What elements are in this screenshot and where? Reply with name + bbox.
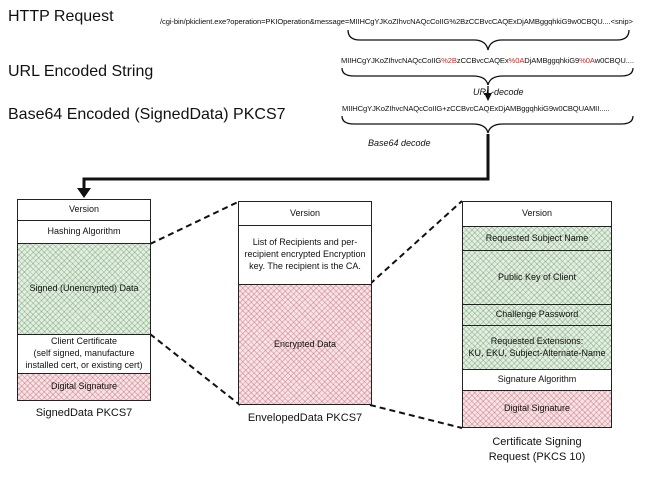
http-request-string: /cgi-bin/pkiclient.exe?operation=PKIOper…: [160, 17, 633, 26]
brace-http: [347, 29, 630, 51]
dash-signed-top: [149, 200, 241, 245]
encoded-text-segment: zCCBvcCAQEx: [456, 56, 509, 65]
heading-http-request: HTTP Request: [8, 8, 114, 25]
base64-string: MIIHCgYJKoZIhvcNAQcCoIIG+zCCBvcCAQExDjAM…: [342, 104, 610, 113]
csr-field-version: Version: [462, 201, 612, 227]
encoded-char-highlight: %0A: [579, 56, 595, 65]
encoded-char-highlight: %2B: [441, 56, 457, 65]
csr-field-challenge-password: Challenge Password: [462, 304, 612, 326]
signed-data-field-digital-signature: Digital Signature: [17, 373, 151, 401]
enveloped-data-caption: EnvelopedData PKCS7: [247, 412, 363, 424]
csr-caption: Certificate Signing Request (PKCS 10): [488, 436, 586, 463]
heading-url-encoded: URL Encoded String: [8, 63, 154, 80]
signed-data-field-client-certificate: Client Certificate (self signed, manufac…: [17, 334, 151, 374]
encoded-text-segment: DjAMBggqhkiG9: [524, 56, 580, 65]
csr-field-digital-signature: Digital Signature: [462, 390, 612, 428]
arrow-base64-decode: [82, 134, 490, 189]
signed-data-field-version: Version: [17, 199, 151, 221]
dash-enc-bottom: [369, 404, 463, 429]
dash-signed-bottom: [149, 333, 241, 406]
brace-url: [341, 67, 634, 86]
enveloped-data-field-list-of-recipients-and-per-recipient-encrypted-encryption-key-the-recipient-is-the-ca: List of Recipients and per-recipient enc…: [238, 225, 372, 285]
signed-data-field-hashing-algorithm: Hashing Algorithm: [17, 220, 151, 244]
url-decode-label: URL-decode: [473, 87, 524, 97]
enveloped-data-field-version: Version: [238, 201, 372, 226]
encoded-text-segment: w0CBQU....: [594, 56, 634, 65]
csr-field-requested-subject-name: Requested Subject Name: [462, 226, 612, 251]
brace-base64: [341, 115, 634, 134]
encoded-char-highlight: %0A: [508, 56, 525, 65]
signed-data-field-signed-unencrypted-data: Signed (Unencrypted) Data: [17, 243, 151, 335]
heading-base64-encoded: Base64 Encoded (SignedData) PKCS7: [8, 106, 286, 123]
signed-data-caption: SignedData PKCS7: [35, 407, 133, 419]
dash-enc-top: [369, 200, 463, 285]
enveloped-data-field-encrypted-data: Encrypted Data: [238, 284, 372, 405]
url-encoded-string: MIIHCgYJKoZIhvcNAQcCoIIG%2BzCCBvcCAQEx%0…: [341, 56, 634, 65]
csr-field-public-key-of-client: Public Key of Client: [462, 250, 612, 305]
csr-field-signature-algorithm: Signature Algorithm: [462, 369, 612, 391]
encoded-text-segment: MIIHCgYJKoZIhvcNAQcCoIIG: [341, 56, 442, 65]
csr-field-requested-extensions: Requested Extensions: KU, EKU, Subject-A…: [462, 325, 612, 370]
base64-decode-label: Base64 decode: [368, 138, 431, 148]
